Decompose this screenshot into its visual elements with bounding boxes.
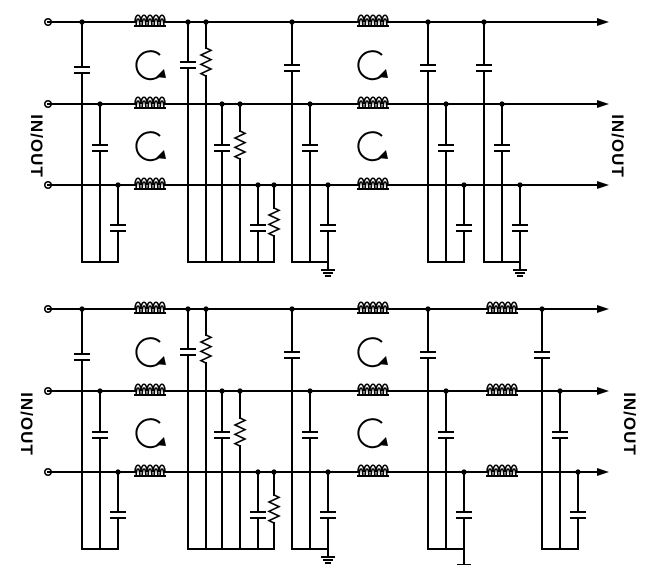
flux-arrow-icon xyxy=(378,356,388,365)
flux-arrow-icon xyxy=(357,337,385,368)
flux-arrow-icon xyxy=(135,418,163,449)
port-label-bottom-right: IN/OUT xyxy=(619,392,639,456)
flux-arrow-icon xyxy=(378,69,388,78)
series-inductor xyxy=(486,301,518,313)
flux-arrow-icon xyxy=(156,356,166,365)
arrow-head xyxy=(597,18,609,26)
flux-arrow-icon xyxy=(357,418,385,449)
flux-arrow-icon xyxy=(135,50,163,81)
arrow-head xyxy=(597,387,609,395)
port-label-top-left: IN/OUT xyxy=(26,114,46,178)
common-mode-choke xyxy=(357,383,389,395)
flux-arrow-icon xyxy=(135,337,163,368)
arrow-head xyxy=(597,100,609,108)
common-mode-choke xyxy=(357,14,389,26)
resistor xyxy=(267,494,281,524)
arrow-head xyxy=(597,305,609,313)
series-inductor xyxy=(486,464,518,476)
resistor xyxy=(267,207,281,237)
common-mode-choke xyxy=(134,464,166,476)
resistor xyxy=(199,334,213,364)
common-mode-choke xyxy=(357,177,389,189)
common-mode-choke xyxy=(134,383,166,395)
common-mode-choke xyxy=(357,96,389,108)
common-mode-choke xyxy=(357,464,389,476)
port-label-top-right: IN/OUT xyxy=(607,114,627,178)
common-mode-choke xyxy=(134,177,166,189)
common-mode-choke xyxy=(134,301,166,313)
arrow-head xyxy=(597,181,609,189)
flux-arrow-icon xyxy=(135,131,163,162)
series-inductor xyxy=(486,383,518,395)
flux-arrow-icon xyxy=(156,150,166,159)
flux-arrow-icon xyxy=(378,437,388,446)
common-mode-choke xyxy=(134,14,166,26)
flux-arrow-icon xyxy=(156,69,166,78)
resistor xyxy=(233,417,247,447)
flux-arrow-icon xyxy=(156,437,166,446)
flux-arrow-icon xyxy=(357,131,385,162)
port-label-bottom-left: IN/OUT xyxy=(16,392,36,456)
common-mode-choke xyxy=(357,301,389,313)
resistor xyxy=(233,130,247,160)
arrow-head xyxy=(597,468,609,476)
flux-arrow-icon xyxy=(357,50,385,81)
flux-arrow-icon xyxy=(378,150,388,159)
common-mode-choke xyxy=(134,96,166,108)
resistor xyxy=(199,47,213,77)
